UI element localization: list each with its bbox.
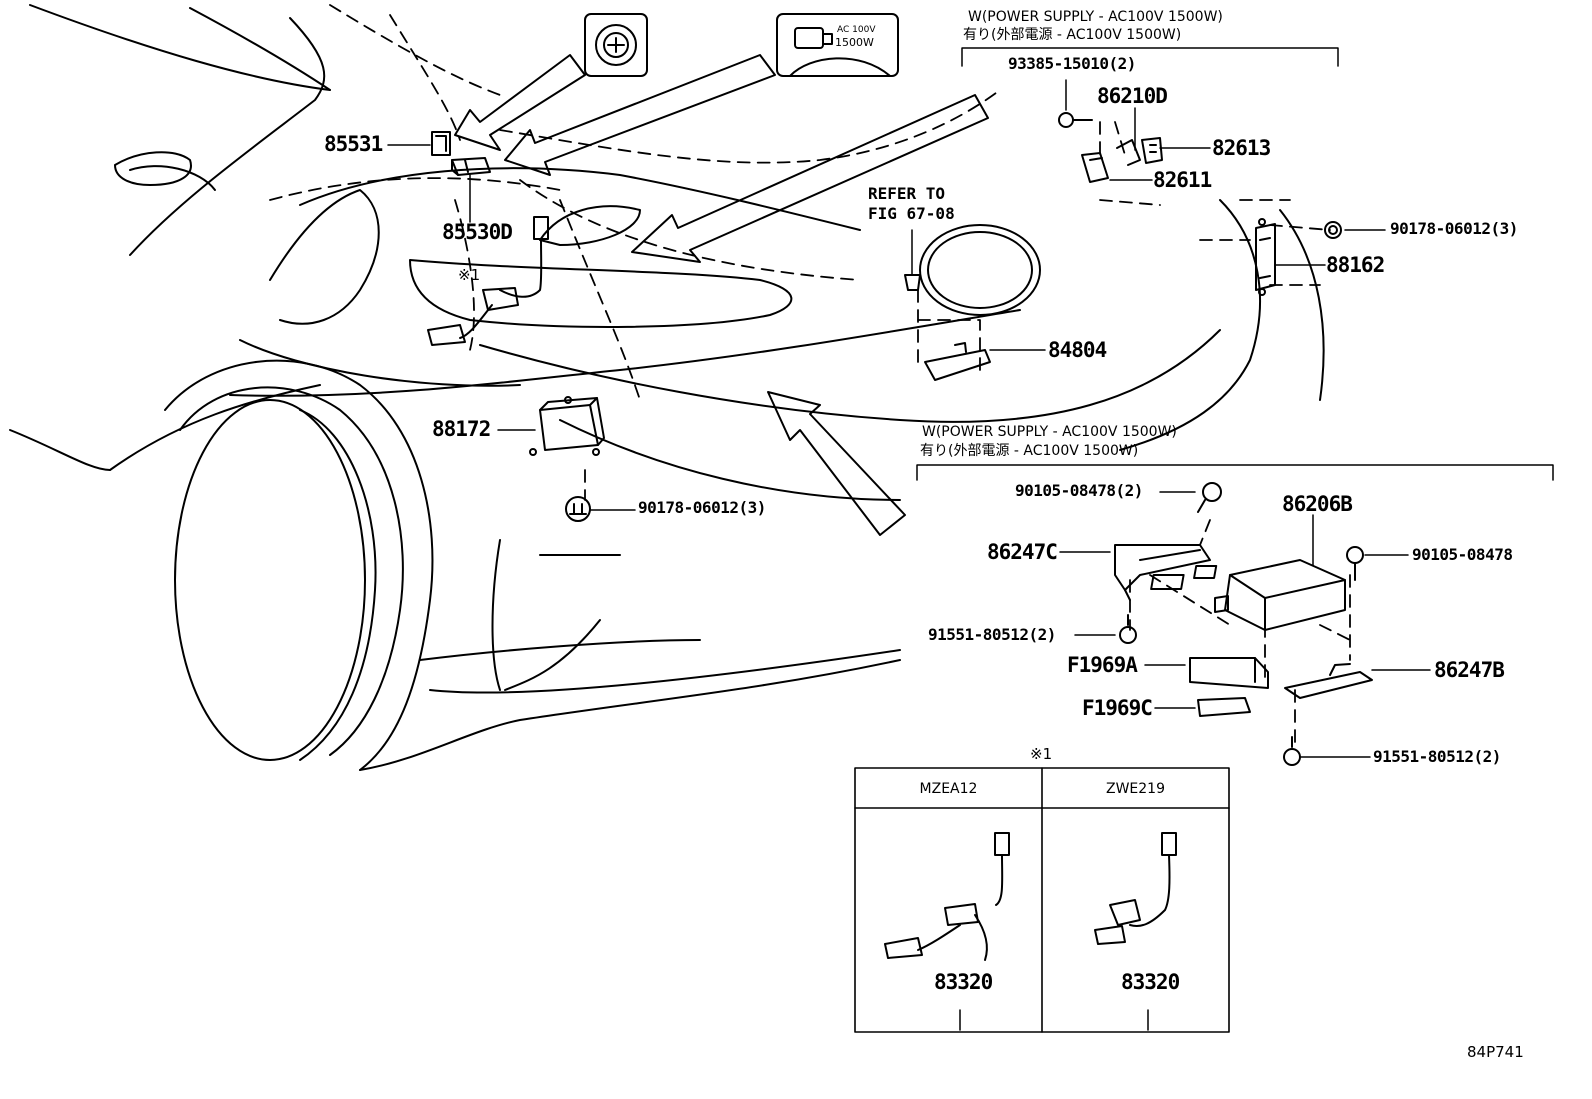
icon-ac-text-1: AC 100V xyxy=(837,25,876,35)
label-82611: 82611 xyxy=(1153,168,1212,192)
part-86210d-shape xyxy=(1116,139,1141,166)
label-93385: 93385-15010(2) xyxy=(1008,54,1136,73)
part-86206b-shape xyxy=(1150,559,1346,631)
part-90105-b-shape xyxy=(1346,546,1364,581)
label-85531: 85531 xyxy=(324,132,383,156)
label-90178-left: 90178-06012(3) xyxy=(638,498,766,517)
part-83320-variant-a-shape xyxy=(884,832,1010,961)
table-header-mzea12: MZEA12 xyxy=(919,781,978,797)
icon-ac-text-2: 1500W xyxy=(835,36,874,49)
part-90178-right-shape xyxy=(1324,221,1342,239)
part-82613-shape xyxy=(1141,137,1163,164)
callout-arrows xyxy=(454,54,989,536)
power-supply-note-mid-jp: 有り(外部電源 - AC100V 1500W) xyxy=(920,443,1139,459)
table-header-zwe219: ZWE219 xyxy=(1105,781,1165,797)
table-note-mark: ※1 xyxy=(1030,745,1053,763)
power-supply-note-top-jp: 有り(外部電源 - AC100V 1500W) xyxy=(963,27,1182,43)
label-90105-a: 90105-08478(2) xyxy=(1015,481,1143,500)
part-88162-shape xyxy=(1255,218,1276,296)
icon-box-2 xyxy=(776,13,899,77)
label-91551-a: 91551-80512(2) xyxy=(928,625,1056,644)
refer-clip-shape xyxy=(904,274,921,291)
label-f1969a: F1969A xyxy=(1067,653,1138,677)
label-90105-b: 90105-08478 xyxy=(1412,545,1513,564)
part-91551-a-shape xyxy=(1119,614,1137,644)
part-84804-shape xyxy=(924,342,991,381)
label-f1969c: F1969C xyxy=(1082,696,1153,720)
part-85530d-shape xyxy=(451,157,491,176)
label-82613: 82613 xyxy=(1212,136,1271,160)
variant-table-frame xyxy=(854,767,1230,1033)
part-90178-left-shape xyxy=(565,496,591,522)
label-86247c: 86247C xyxy=(987,540,1058,564)
power-supply-brackets xyxy=(916,47,1554,481)
label-84804: 84804 xyxy=(1048,338,1107,362)
label-85530d: 85530D xyxy=(442,220,513,244)
power-supply-note-mid-en: W(POWER SUPPLY - AC100V 1500W) xyxy=(922,424,1177,440)
label-88162: 88162 xyxy=(1326,253,1385,277)
label-91551-b: 91551-80512(2) xyxy=(1373,747,1501,766)
leader-lines xyxy=(387,79,1431,1031)
part-f1969a-shape xyxy=(1189,657,1269,689)
power-supply-note-top-en: W(POWER SUPPLY - AC100V 1500W) xyxy=(968,9,1223,25)
part-91551-b-shape xyxy=(1283,736,1301,766)
part-90105-a-shape xyxy=(1197,482,1222,513)
label-86210d: 86210D xyxy=(1097,84,1168,108)
label-86206b: 86206B xyxy=(1282,492,1353,516)
label-86247b: 86247B xyxy=(1434,658,1505,682)
part-85531-shape xyxy=(431,131,451,156)
part-86247b-shape xyxy=(1284,663,1373,699)
part-88172-shape xyxy=(529,396,605,456)
label-90178-right: 90178-06012(3) xyxy=(1390,219,1518,238)
part-82611-shape xyxy=(1081,152,1109,183)
icon-box-1 xyxy=(584,13,648,77)
part-83320-harness-main xyxy=(427,216,549,346)
diagram-code: 84P741 xyxy=(1467,1043,1524,1061)
part-83320-variant-b-shape xyxy=(1094,832,1177,945)
part-86247c-shape xyxy=(1114,544,1211,601)
label-88172: 88172 xyxy=(432,417,491,441)
part-f1969c-shape xyxy=(1197,697,1251,717)
part-93385-shape xyxy=(1058,112,1093,128)
refer-label-line1: REFER TO xyxy=(868,184,946,203)
dashed-guide-lines xyxy=(269,4,1351,746)
label-83320-b: 83320 xyxy=(1121,970,1180,994)
label-83320-a: 83320 xyxy=(934,970,993,994)
note-mark-1: ※1 xyxy=(458,266,481,284)
refer-label-line2: FIG 67-08 xyxy=(868,204,955,223)
